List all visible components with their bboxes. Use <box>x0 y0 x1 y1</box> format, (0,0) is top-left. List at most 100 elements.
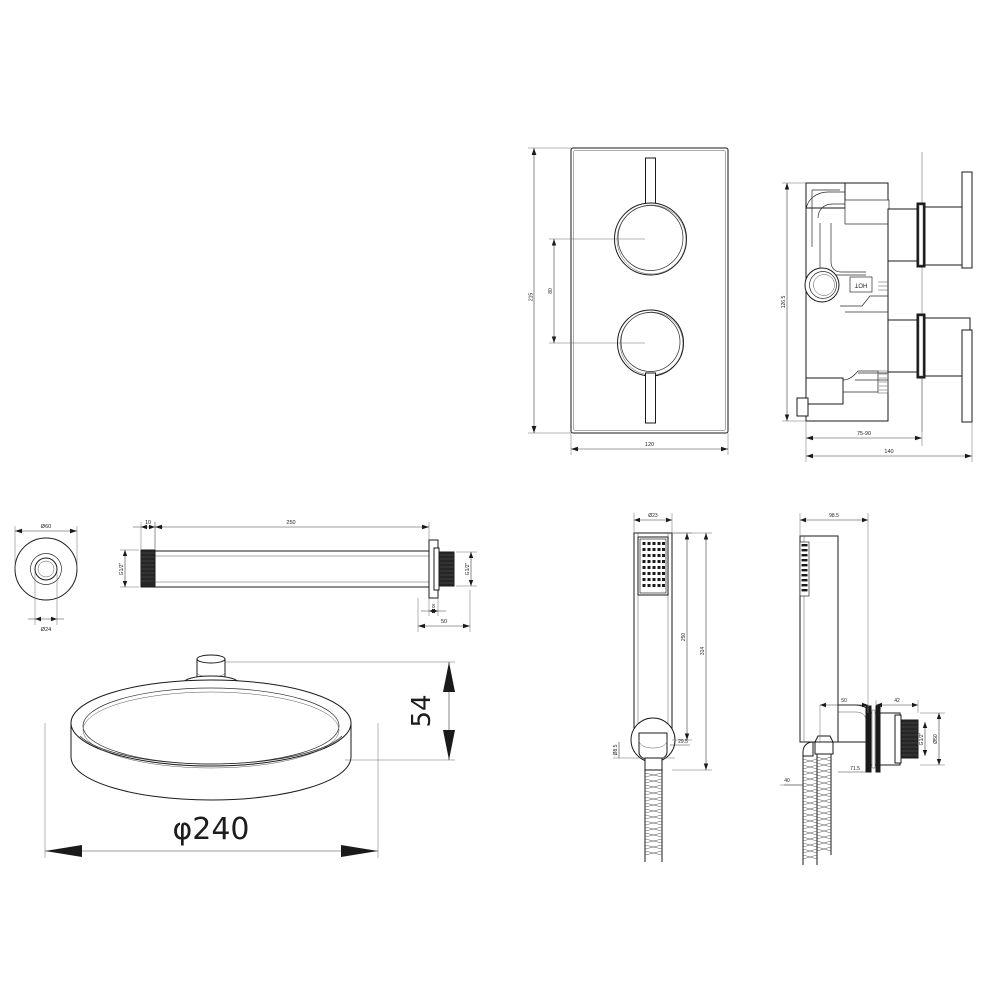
assembly-hose-nut-top <box>815 736 833 742</box>
port-ring-inner <box>813 274 835 296</box>
dim-head-height: 54 <box>225 661 455 761</box>
dim-arm-outlet-thread-size: G1/2" <box>456 551 477 587</box>
dim-head-diameter: φ240 <box>45 812 378 857</box>
lower-spindle-collar <box>888 320 918 372</box>
dim-bore-diameter-24: Ø24 <box>28 572 64 633</box>
flange-mid-circle <box>30 553 62 585</box>
valve-side-upper-control <box>888 172 972 268</box>
dim-text-handle-spacing: 80 <box>548 288 554 294</box>
dim-text-flange-diameter: Ø60 <box>41 524 51 530</box>
port-ring-outer <box>805 268 839 302</box>
outlet-nut <box>895 715 901 763</box>
view-handset-outlet-assembly: 98.5 50 42 G1/2" <box>780 513 945 865</box>
head-top-disc <box>71 680 351 766</box>
dim-hose-offset-40: 40 <box>780 778 803 786</box>
dim-text-centre-distance: 71.5 <box>850 766 860 772</box>
upper-handle-ring-inner <box>617 205 684 271</box>
dim-valve-depth-140: 140 <box>805 422 973 462</box>
valve-bottom-knurl <box>879 373 887 391</box>
handset-cone-line <box>638 739 668 749</box>
valve-elbow-curve-inner <box>817 203 845 219</box>
dim-text-hose-offset: 40 <box>784 778 790 784</box>
valve-elbow-curve <box>805 191 845 213</box>
flange-outer-circle <box>15 538 77 600</box>
dim-arm-flange-thickness-10: 10 <box>133 520 163 550</box>
arm-inlet-thread <box>141 550 155 587</box>
dim-arm-inlet-thread-size: G1/2" <box>119 549 139 588</box>
view-shower-arm: 10 250 G1/2" G1/2" <box>119 520 477 632</box>
dim-valve-wall-depth: 75-90 <box>805 378 923 446</box>
dim-text-valve-height: 215 <box>529 293 535 302</box>
dim-valve-height-215: 215 <box>528 147 571 434</box>
valve-upper-control <box>615 158 687 275</box>
assembly-hose-nut <box>815 742 833 754</box>
dim-text-bore-diameter: Ø24 <box>41 627 51 633</box>
dim-text-handset-outlet-diameter: Ø8.5 <box>613 744 619 755</box>
dim-text-arm-plate-thickness: 8 <box>432 604 435 610</box>
dim-handset-overall-length: 314 <box>672 532 712 771</box>
dim-text-outlet-thread: G1/2" <box>919 732 925 745</box>
handset-side-nozzles <box>801 544 808 592</box>
dim-text-valve-width: 120 <box>645 442 654 448</box>
handset-hose-nut <box>645 758 662 770</box>
dim-text-arm-tail: 50 <box>441 619 447 625</box>
dim-arm-length-250: 250 <box>154 520 430 550</box>
dim-text-valve-depth: 140 <box>884 449 893 455</box>
view-handset-front: Ø23 250 314 Ø8.5 <box>613 513 712 862</box>
upper-spindle-collar <box>888 209 918 261</box>
arm-outlet-thread-lines <box>438 554 454 584</box>
hot-label-text: HOT <box>854 282 867 288</box>
lower-lever <box>646 373 656 423</box>
handset-cone <box>639 733 667 760</box>
dim-text-valve-side-height: 126.5 <box>781 296 787 309</box>
dim-text-handset-head-width: Ø23 <box>648 513 658 519</box>
valve-lower-tab <box>797 398 808 416</box>
valve-side-port-circle <box>805 268 839 302</box>
valve-seat-line <box>840 295 888 307</box>
arm-nut <box>434 548 439 590</box>
dim-text-outlet-projection: 42 <box>894 698 900 704</box>
dim-outlet-thread-size: G1/2" <box>919 722 928 756</box>
dim-valve-handle-spacing-80: 80 <box>548 238 645 344</box>
assembly-hose-right <box>817 754 831 855</box>
view-valve-front: 215 80 120 <box>528 148 728 455</box>
arm-tube <box>155 551 429 587</box>
dim-text-assembly-overall-width: 98.5 <box>829 513 839 519</box>
hot-label-box <box>849 276 873 293</box>
dim-text-handset-body-length: 250 <box>681 633 687 642</box>
dim-text-head-diameter: φ240 <box>172 812 249 847</box>
dim-assembly-offset-50: 50 <box>819 698 869 742</box>
valve-rear-boss-bottom <box>806 378 843 404</box>
dim-handset-body-length: 250 <box>672 532 692 741</box>
lower-handle-lever <box>962 330 972 422</box>
valve-bottom-rib <box>877 370 889 394</box>
valve-chamber-line-2 <box>830 223 866 273</box>
arm-outlet-thread <box>438 552 454 586</box>
dim-text-handset-cradle-width: 29.5 <box>678 739 688 745</box>
valve-rib-lines <box>878 281 888 291</box>
outlet-thread-lines <box>900 722 918 756</box>
hot-marking: HOT <box>849 276 873 293</box>
assembly-hose-left <box>803 742 817 865</box>
port-ring-mid <box>809 271 837 299</box>
dim-text-arm-flange-thickness: 10 <box>145 520 151 526</box>
outlet-flange-3 <box>876 706 880 772</box>
dim-text-arm-length: 250 <box>286 520 295 526</box>
dim-valve-side-height: 126.5 <box>781 182 806 422</box>
head-side-wall <box>71 723 351 800</box>
dim-centre-distance-71-5: 71.5 <box>838 766 866 773</box>
valve-top-port <box>844 199 890 225</box>
upper-handle-ring-mid <box>616 204 687 275</box>
flange-bore-outer <box>35 558 57 580</box>
dim-text-head-height: 54 <box>407 694 437 727</box>
dim-valve-width-120: 120 <box>570 433 729 455</box>
handset-hose <box>645 770 662 862</box>
head-face-edge <box>79 735 343 765</box>
lower-flange-inner <box>918 315 924 377</box>
upper-flange-inner <box>918 204 924 266</box>
lower-handle-ring-inner <box>620 312 681 372</box>
dim-handset-head-width: Ø23 <box>633 513 673 533</box>
view-valve-side: HOT <box>781 152 972 462</box>
valve-side-lower-control <box>888 314 972 422</box>
